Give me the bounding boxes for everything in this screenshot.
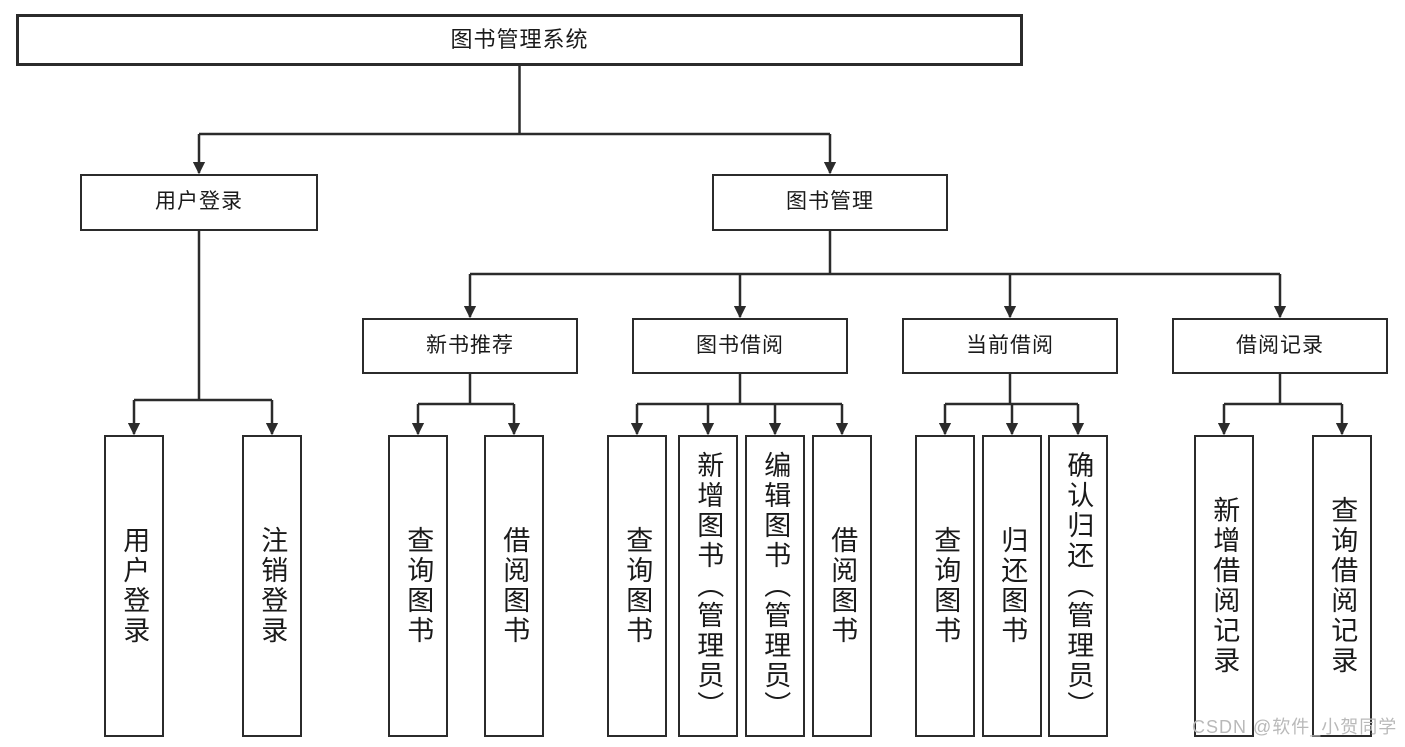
node-level1-user-login-label: 用户登录 xyxy=(155,190,243,214)
node-root[interactable]: 图书管理系统 xyxy=(16,14,1023,66)
leaf-node-label: 新增图书（管理员） xyxy=(693,451,724,721)
leaf-node[interactable]: 借阅图书 xyxy=(484,435,544,737)
leaf-node[interactable]: 查询图书 xyxy=(915,435,975,737)
node-level1-book-management[interactable]: 图书管理 xyxy=(712,174,948,231)
leaf-node-label: 查询借阅记录 xyxy=(1327,496,1358,676)
leaf-node[interactable]: 注销登录 xyxy=(242,435,302,737)
leaf-node[interactable]: 新增图书（管理员） xyxy=(678,435,738,737)
node-level2-new-book-recommend[interactable]: 新书推荐 xyxy=(362,318,578,374)
leaf-node-label: 查询图书 xyxy=(403,526,434,646)
leaf-node[interactable]: 编辑图书（管理员） xyxy=(745,435,805,737)
node-level2-borrow-record[interactable]: 借阅记录 xyxy=(1172,318,1388,374)
csdn-watermark: CSDN @软件_小贺同学 xyxy=(1192,717,1398,737)
leaf-node[interactable]: 新增借阅记录 xyxy=(1194,435,1254,737)
leaf-node-label: 新增借阅记录 xyxy=(1209,496,1240,676)
leaf-node-label: 用户登录 xyxy=(119,526,150,646)
node-level2-new-book-recommend-label: 新书推荐 xyxy=(426,333,514,357)
node-level2-book-borrow[interactable]: 图书借阅 xyxy=(632,318,848,374)
node-level1-book-management-label: 图书管理 xyxy=(786,190,874,214)
leaf-node[interactable]: 借阅图书 xyxy=(812,435,872,737)
node-level2-book-borrow-label: 图书借阅 xyxy=(696,333,784,357)
node-level2-current-borrow[interactable]: 当前借阅 xyxy=(902,318,1118,374)
leaf-node-label: 查询图书 xyxy=(930,526,961,646)
leaf-node[interactable]: 归还图书 xyxy=(982,435,1042,737)
leaf-node-label: 确认归还（管理员） xyxy=(1063,451,1094,721)
leaf-node-label: 借阅图书 xyxy=(827,526,858,646)
leaf-node[interactable]: 查询图书 xyxy=(388,435,448,737)
leaf-node[interactable]: 查询借阅记录 xyxy=(1312,435,1372,737)
leaf-node-label: 查询图书 xyxy=(622,526,653,646)
leaf-node-label: 注销登录 xyxy=(257,526,288,646)
node-level2-current-borrow-label: 当前借阅 xyxy=(966,333,1054,357)
leaf-node-label: 编辑图书（管理员） xyxy=(760,451,791,721)
leaf-node-label: 归还图书 xyxy=(997,526,1028,646)
node-level1-user-login[interactable]: 用户登录 xyxy=(80,174,318,231)
node-root-label: 图书管理系统 xyxy=(450,27,589,53)
leaf-node[interactable]: 确认归还（管理员） xyxy=(1048,435,1108,737)
leaf-node[interactable]: 查询图书 xyxy=(607,435,667,737)
node-level2-borrow-record-label: 借阅记录 xyxy=(1236,333,1324,357)
leaf-node-label: 借阅图书 xyxy=(499,526,530,646)
leaf-node[interactable]: 用户登录 xyxy=(104,435,164,737)
